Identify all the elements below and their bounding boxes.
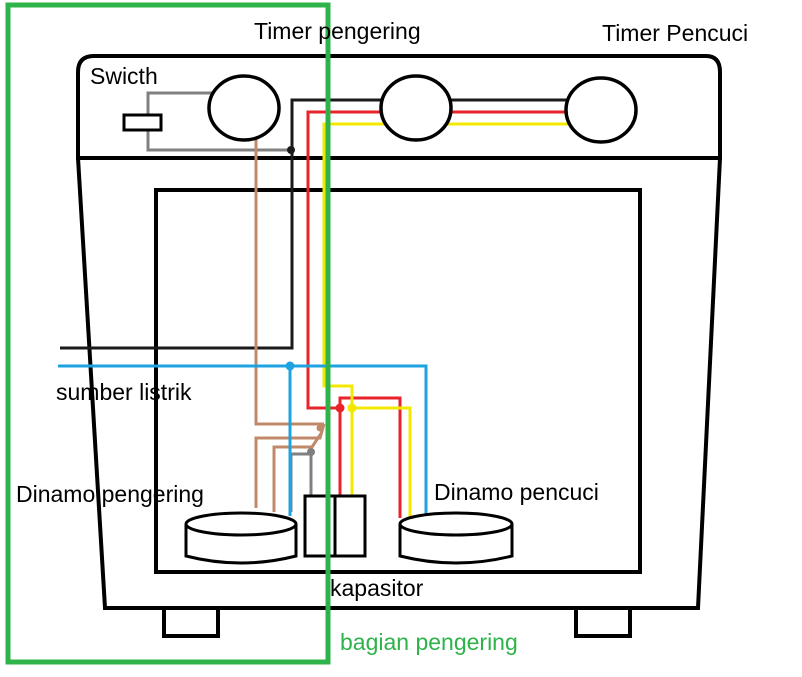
wire-gray-switch: [146, 91, 218, 122]
switch-component: [122, 113, 163, 132]
wire-brown-3: [272, 431, 324, 512]
wire-blue-main: [58, 364, 428, 514]
inner-compartment: [154, 188, 642, 574]
foot-right: [574, 606, 632, 638]
label-sumber-listrik: sumber listrik: [56, 379, 192, 405]
dinamo-pengering-top: [184, 511, 298, 537]
junction-yellow: [347, 403, 357, 413]
timer-pengering-knob-left: [207, 74, 281, 142]
label-timer-pencuci: Timer Pencuci: [602, 20, 748, 46]
junction-gray: [307, 448, 315, 456]
junction-black: [287, 146, 295, 154]
wire-brown: [254, 138, 324, 426]
kapasitor-right: [333, 494, 367, 558]
machine-body: [76, 54, 722, 638]
machine-lower-body: [76, 157, 722, 610]
wire-yellow: [322, 122, 572, 496]
bagian-pengering-highlight: [5, 2, 331, 665]
wire-brown-2: [254, 423, 326, 508]
timer-pencuci-knob: [564, 76, 638, 144]
dinamo-pengering-motor: [184, 511, 298, 565]
label-bagian-pengering: bagian pengering: [340, 629, 518, 655]
wire-red: [306, 110, 568, 496]
foot-left: [162, 606, 220, 638]
junction-dots: [285, 146, 357, 456]
dinamo-pencuci-top: [398, 511, 514, 537]
dinamo-pencuci-motor: [398, 511, 514, 565]
timer-knobs: [207, 74, 638, 144]
label-timer-pengering: Timer pengering: [254, 18, 421, 44]
junction-blue: [285, 361, 295, 371]
wire-yellow-branch: [352, 406, 412, 518]
label-dinamo-pencuci: Dinamo pencuci: [434, 479, 599, 505]
timer-pengering-knob: [379, 74, 453, 142]
label-dinamo-pengering: Dinamo pengering: [16, 481, 204, 507]
wire-red-branch: [338, 396, 402, 518]
label-kapasitor: kapasitor: [330, 575, 424, 601]
kapasitor-component: [303, 494, 367, 558]
wire-black-main: [60, 98, 568, 350]
junction-red: [335, 403, 345, 413]
junction-brown: [316, 424, 324, 432]
label-switch: Swicth: [90, 63, 158, 89]
control-panel-top: [76, 54, 722, 160]
